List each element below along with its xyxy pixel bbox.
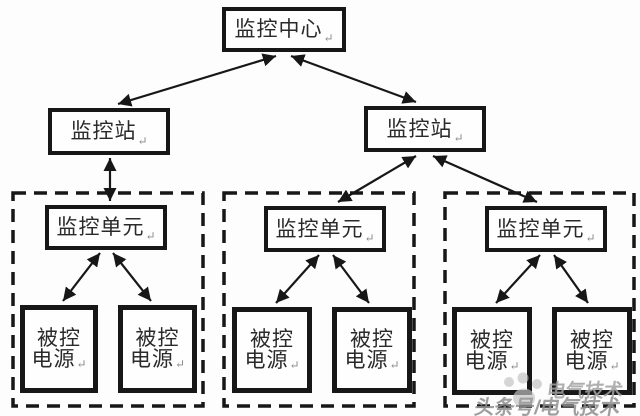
node-label-line1: 被控: [350, 327, 394, 351]
return-mark: ↵: [174, 357, 186, 371]
group-box-2: [222, 191, 416, 408]
node-label-line2: 电源: [344, 348, 389, 372]
edge-station2-unit3: [432, 154, 538, 204]
return-mark: ↵: [389, 358, 400, 372]
edge-unit1-power1a: [62, 252, 101, 302]
node-label-line2: 电源: [129, 347, 174, 371]
node-label: 监控单元: [56, 215, 145, 239]
node-power-1a: 被控 电源↵: [20, 305, 98, 393]
node-label: 监控单元: [275, 216, 364, 241]
node-unit-3: 监控单元↵: [485, 206, 607, 252]
node-unit-2: 监控单元↵: [264, 206, 386, 252]
node-label: 监控站: [386, 116, 453, 141]
return-mark: ↵: [509, 359, 520, 373]
node-label-line1: 被控: [135, 326, 180, 350]
node-station-2: 监控站↵: [364, 106, 486, 152]
node-label-line2: 电源: [464, 349, 509, 373]
return-mark: ↵: [364, 231, 375, 245]
node-label-line1: 被控: [470, 328, 514, 352]
node-label-line2: 电源: [31, 347, 76, 371]
return-mark: ↵: [145, 229, 156, 243]
edge-unit3-power3a: [495, 254, 541, 304]
node-label-line1: 被控: [37, 326, 81, 350]
edge-unit2-power2a: [275, 254, 320, 304]
return-mark: ↵: [137, 134, 148, 148]
return-mark: ↵: [585, 231, 596, 245]
return-mark: ↵: [323, 31, 334, 45]
node-power-3b: 被控 电源↵: [552, 307, 632, 395]
node-label-line2: 电源: [564, 349, 609, 373]
edge-station2-unit2: [337, 155, 417, 203]
return-mark: ↵: [453, 131, 464, 145]
edge-unit3-power3b: [553, 254, 589, 304]
node-label-line2: 电源: [244, 348, 289, 372]
return-mark: ↵: [609, 359, 620, 373]
node-unit-1: 监控单元↵: [45, 205, 167, 250]
node-label: 监控站: [70, 119, 137, 143]
node-power-1b: 被控 电源↵: [118, 305, 197, 393]
return-mark: ↵: [289, 358, 300, 372]
node-power-2a: 被控 电源↵: [232, 307, 312, 393]
edge-center-station1: [117, 53, 277, 107]
node-label: 监控中心: [234, 17, 323, 41]
edge-center-station2: [290, 54, 417, 104]
node-monitoring-center: 监控中心↵: [222, 7, 346, 52]
node-label-line1: 被控: [570, 328, 614, 352]
node-label: 监控单元: [496, 216, 585, 241]
group-box-3: [443, 191, 636, 408]
edge-unit2-power2b: [332, 254, 370, 304]
edge-unit1-power1b: [112, 252, 152, 302]
return-mark: ↵: [76, 357, 87, 371]
node-power-3a: 被控 电源↵: [452, 307, 532, 395]
node-label-line1: 被控: [250, 327, 294, 351]
node-station-1: 监控站↵: [48, 108, 170, 155]
node-power-2b: 被控 电源↵: [332, 307, 412, 393]
